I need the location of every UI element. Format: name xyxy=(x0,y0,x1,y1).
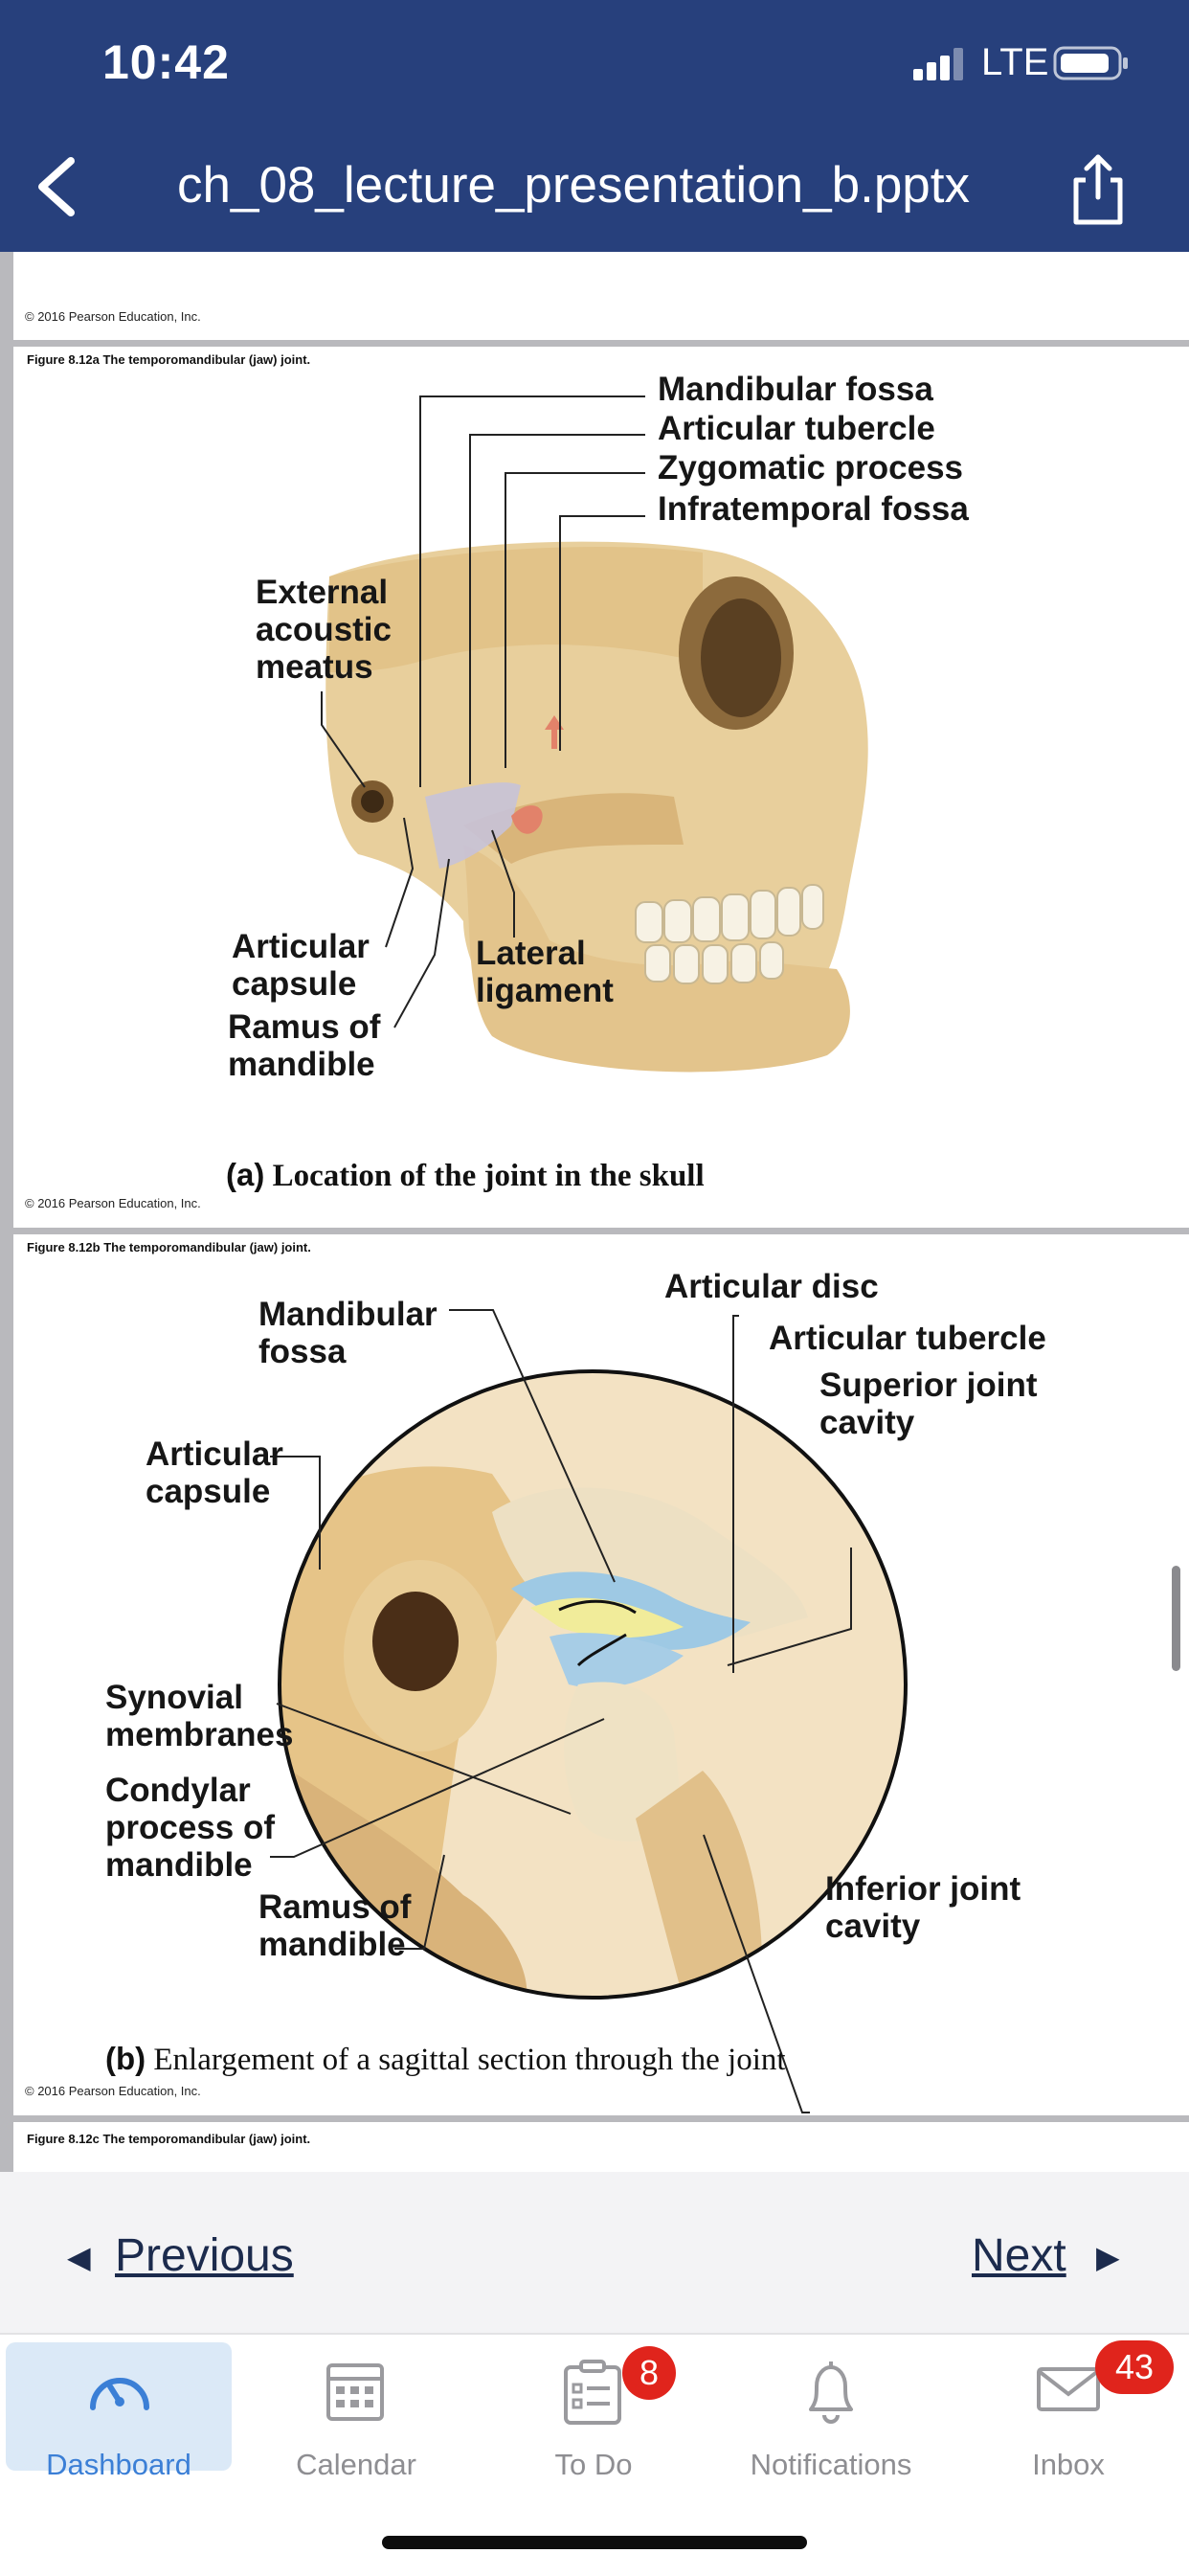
tab-label: Inbox xyxy=(1032,2448,1105,2481)
calendar-icon xyxy=(326,2363,384,2421)
todo-badge: 8 xyxy=(622,2346,676,2400)
previous-button[interactable]: Previous xyxy=(115,2230,294,2281)
home-indicator[interactable] xyxy=(382,2536,807,2549)
label-articular-capsule: Articular capsule xyxy=(146,1435,283,1510)
slide-separator xyxy=(13,340,1189,347)
label-articular-capsule: Articular capsule xyxy=(232,928,370,1003)
tab-calendar[interactable]: Calendar xyxy=(243,2335,469,2481)
cell-signal-icon xyxy=(913,48,963,80)
tab-label: Calendar xyxy=(296,2448,416,2481)
tab-label: Notifications xyxy=(750,2448,912,2481)
label-synovial-membranes: Synovial membranes xyxy=(105,1679,294,1753)
label-zygomatic-process: Zygomatic process xyxy=(658,449,963,486)
inbox-badge: 43 xyxy=(1095,2340,1174,2394)
label-lateral-ligament: Lateral ligament xyxy=(476,935,614,1009)
skull-illustration xyxy=(321,395,868,1073)
copyright-text: © 2016 Pearson Education, Inc. xyxy=(25,1196,201,1210)
tab-inbox[interactable]: 43 Inbox xyxy=(955,2335,1181,2481)
slide-separator xyxy=(13,2115,1189,2122)
bottom-tab-bar: Dashboard Calendar 8 To Do xyxy=(0,2333,1189,2576)
tab-label: Dashboard xyxy=(46,2448,191,2481)
chevron-left-icon xyxy=(38,157,75,216)
next-button[interactable]: Next xyxy=(972,2230,1066,2281)
label-inferior-joint-cavity: Inferior joint cavity xyxy=(825,1870,1021,1945)
slide-separator xyxy=(13,1228,1189,1234)
tab-todo[interactable]: 8 To Do xyxy=(481,2335,707,2481)
slide-viewer[interactable]: © 2016 Pearson Education, Inc. Figure 8.… xyxy=(0,252,1189,2172)
scrollbar-thumb[interactable] xyxy=(1172,1566,1180,1671)
copyright-text: © 2016 Pearson Education, Inc. xyxy=(25,2084,201,2098)
slide-pager: ◀ Previous Next ▶ xyxy=(0,2172,1189,2333)
label-articular-disc: Articular disc xyxy=(664,1268,879,1305)
joint-section-illustration xyxy=(270,1309,908,2113)
label-external-acoustic-meatus: External acoustic meatus xyxy=(256,574,392,686)
share-button[interactable] xyxy=(1065,151,1132,228)
mail-icon xyxy=(1037,2367,1100,2411)
label-superior-joint-cavity: Superior joint cavity xyxy=(819,1367,1038,1441)
slide-figure-a: Figure 8.12a The temporomandibular (jaw)… xyxy=(13,347,1189,1228)
back-button[interactable] xyxy=(29,153,86,220)
label-condylar-process: Condylar process of mandible xyxy=(105,1772,275,1884)
slide-caption: Figure 8.12c The temporomandibular (jaw)… xyxy=(27,2132,311,2146)
previous-arrow-icon: ◀ xyxy=(67,2240,91,2274)
label-infratemporal-fossa: Infratemporal fossa xyxy=(658,490,969,528)
copyright-text: © 2016 Pearson Education, Inc. xyxy=(25,309,201,324)
next-arrow-icon: ▶ xyxy=(1096,2240,1120,2274)
label-ramus-of-mandible: Ramus of mandible xyxy=(258,1888,412,1963)
status-time: 10:42 xyxy=(102,35,230,89)
dashboard-gauge-icon xyxy=(90,2378,149,2410)
share-icon xyxy=(1073,154,1123,225)
tab-label: To Do xyxy=(554,2448,633,2481)
label-articular-tubercle: Articular tubercle xyxy=(769,1320,1046,1357)
tab-dashboard[interactable]: Dashboard xyxy=(6,2335,232,2481)
label-ramus-of-mandible: Ramus of mandible xyxy=(228,1008,381,1083)
top-navigation-bar: 10:42 LTE ch_08_lecture_presentation_b.p… xyxy=(0,0,1189,252)
label-mandibular-fossa: Mandibular fossa xyxy=(258,1296,437,1370)
bell-icon xyxy=(809,2361,853,2424)
slide-caption: Figure 8.12b The temporomandibular (jaw)… xyxy=(27,1240,311,1254)
active-tab-highlight xyxy=(6,2342,232,2471)
label-mandibular-fossa: Mandibular fossa xyxy=(658,371,933,408)
panel-a-title: (a) Location of the joint in the skull xyxy=(226,1157,705,1193)
document-title: ch_08_lecture_presentation_b.pptx xyxy=(177,157,970,214)
label-articular-tubercle: Articular tubercle xyxy=(658,410,935,447)
tab-notifications[interactable]: Notifications xyxy=(718,2335,944,2481)
todo-list-icon xyxy=(564,2360,621,2425)
battery-icon xyxy=(1053,46,1128,80)
slide-caption: Figure 8.12a The temporomandibular (jaw)… xyxy=(27,352,311,367)
slide-figure-b: Figure 8.12b The temporomandibular (jaw)… xyxy=(13,1234,1189,2115)
viewer-gutter xyxy=(0,252,13,2172)
network-type: LTE xyxy=(981,41,1049,83)
panel-b-title: (b) Enlargement of a sagittal section th… xyxy=(105,2041,786,2077)
